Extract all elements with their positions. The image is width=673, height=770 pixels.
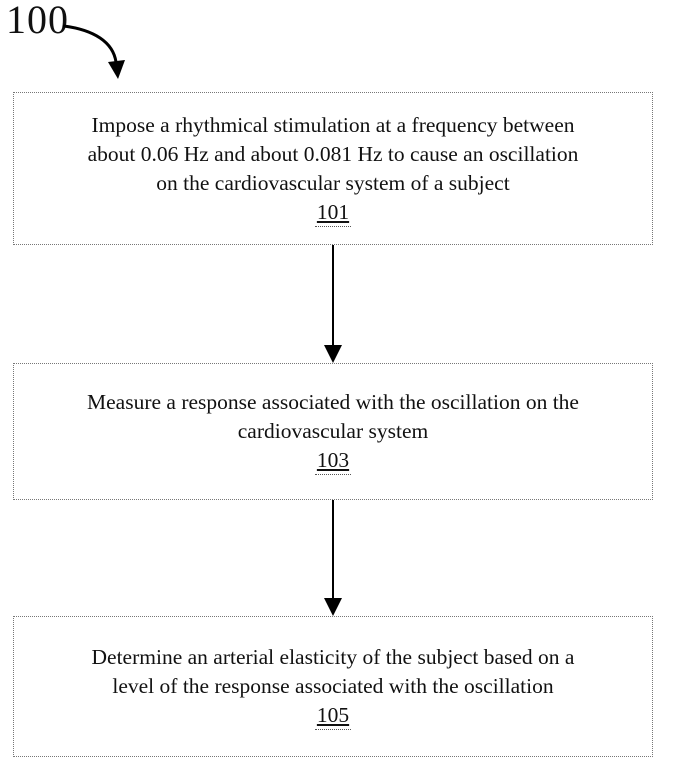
step-ref-number: 105 <box>314 702 352 730</box>
step-text-line: on the cardiovascular system of a subjec… <box>156 170 510 195</box>
flow-arrow-line <box>332 500 334 599</box>
flow-step-103: Measure a response associated with the o… <box>13 363 653 500</box>
step-ref-row: 101 <box>314 198 352 227</box>
step-text-line: Impose a rhythmical stimulation at a fre… <box>91 112 575 137</box>
flow-arrow-line <box>332 245 334 346</box>
flow-step-101: Impose a rhythmical stimulation at a fre… <box>13 92 653 245</box>
step-text-line: cardiovascular system <box>237 419 429 443</box>
step-ref-row: 105 <box>314 701 352 730</box>
step-text-line: Measure a response associated with the o… <box>87 390 579 414</box>
step-ref-number: 101 <box>314 199 352 227</box>
flow-arrowhead-icon <box>324 345 342 363</box>
flow-arrowhead-icon <box>324 598 342 616</box>
flow-step-105: Determine an arterial elasticity of the … <box>13 616 653 757</box>
figure-label: 100 <box>6 0 69 42</box>
step-ref-number: 103 <box>314 447 352 475</box>
step-text-line: Determine an arterial elasticity of the … <box>91 645 575 669</box>
curved-pointer-arrow-icon <box>62 24 125 79</box>
step-text-line: level of the response associated with th… <box>112 674 554 698</box>
step-text-line: about 0.06 Hz and about 0.081 Hz to caus… <box>87 141 579 166</box>
step-ref-row: 103 <box>314 446 352 475</box>
